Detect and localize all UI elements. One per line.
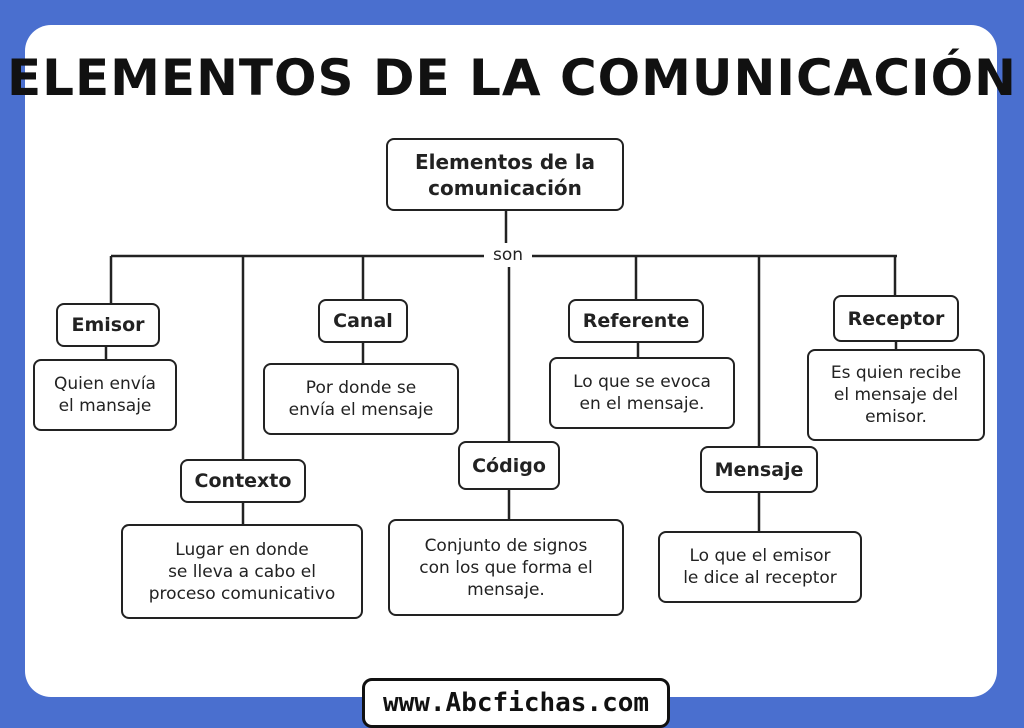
page-title: ELEMENTOS DE LA COMUNICACIÓN (6, 49, 1018, 107)
desc-receptor: Es quien recibe el mensaje del emisor. (807, 349, 985, 441)
node-codigo: Código (458, 441, 560, 490)
node-referente: Referente (568, 299, 704, 343)
desc-referente: Lo que se evoca en el mensaje. (549, 357, 735, 429)
desc-emisor: Quien envía el mansaje (33, 359, 177, 431)
root-node: Elementos de la comunicación (386, 138, 624, 211)
desc-contexto: Lugar en donde se lleva a cabo el proces… (121, 524, 363, 619)
desc-mensaje: Lo que el emisor le dice al receptor (658, 531, 862, 603)
node-mensaje: Mensaje (700, 446, 818, 493)
website-link[interactable]: www.Abcfichas.com (362, 678, 670, 728)
node-emisor: Emisor (56, 303, 160, 347)
node-canal: Canal (318, 299, 408, 343)
node-receptor: Receptor (833, 295, 959, 342)
desc-codigo: Conjunto de signos con los que forma el … (388, 519, 624, 616)
connector-label: son (484, 243, 532, 267)
node-contexto: Contexto (180, 459, 306, 503)
desc-canal: Por donde se envía el mensaje (263, 363, 459, 435)
